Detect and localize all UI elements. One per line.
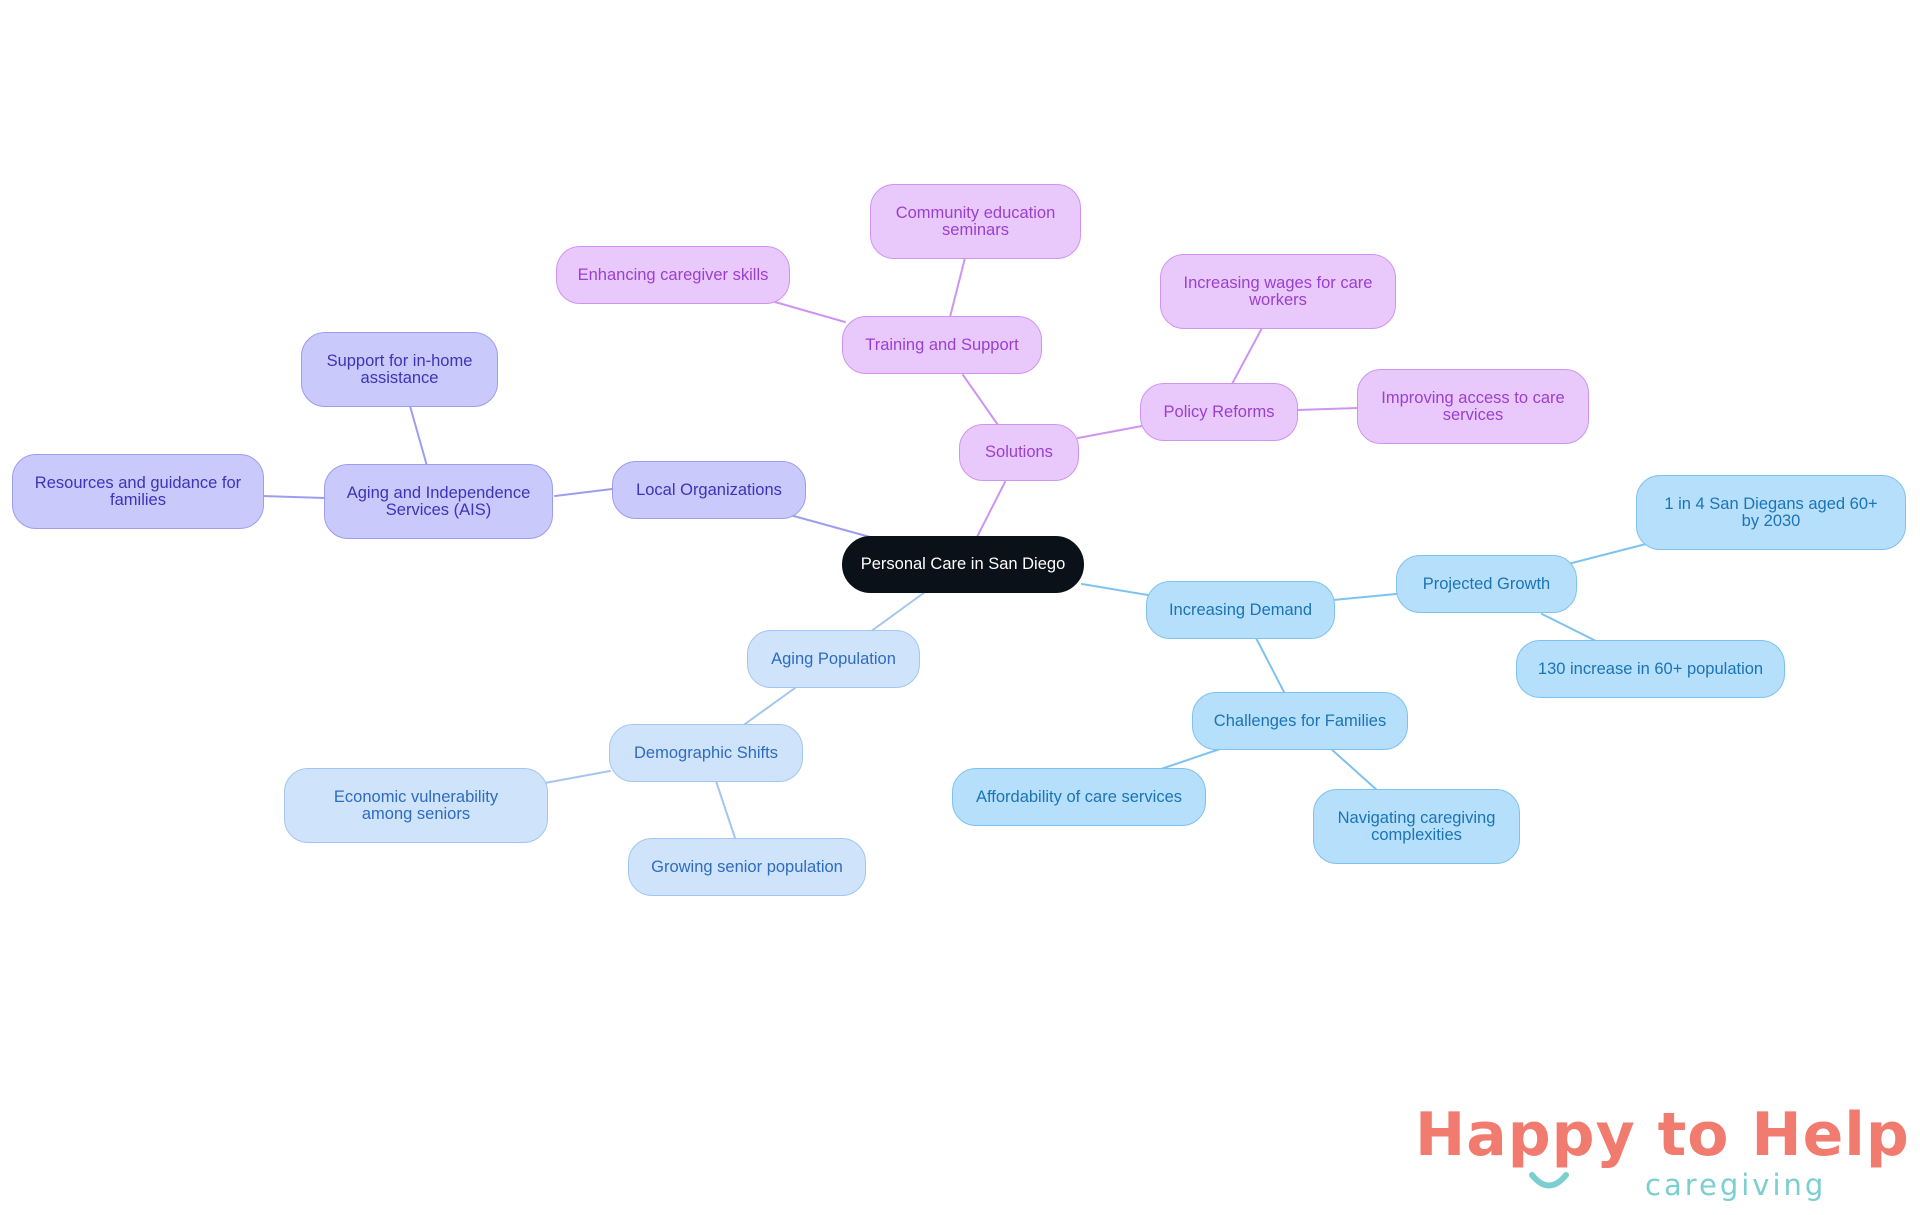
- node-solutions[interactable]: Solutions: [959, 424, 1079, 481]
- link-projected-130: [1541, 613, 1597, 642]
- mindmap-root-node[interactable]: Personal Care in San Diego: [842, 536, 1084, 593]
- node-label: Local Organizations: [636, 480, 782, 499]
- link-challenges-navigating: [1329, 747, 1379, 792]
- link-root-increasing-demand: [1081, 583, 1149, 596]
- logo-tagline: caregiving: [1645, 1168, 1827, 1202]
- node-130-increase[interactable]: 130 increase in 60+ population: [1516, 640, 1785, 698]
- node-enhancing-caregiver-skills[interactable]: Enhancing caregiver skills: [556, 246, 790, 304]
- link-localorgs-ais: [554, 488, 613, 497]
- link-policy-wages: [1231, 327, 1263, 385]
- node-label: Policy Reforms: [1163, 402, 1275, 421]
- node-label: Community education seminars: [895, 203, 1056, 239]
- node-aging-and-independence-services[interactable]: Aging and Independence Services (AIS): [324, 464, 553, 539]
- link-root-aging-pop: [869, 591, 926, 633]
- node-label: Resources and guidance for families: [34, 473, 242, 509]
- node-demographic-shifts[interactable]: Demographic Shifts: [609, 724, 803, 782]
- link-solutions-training: [962, 374, 999, 426]
- link-ais-support: [409, 405, 428, 467]
- node-label: Navigating caregiving complexities: [1337, 808, 1496, 844]
- link-demand-projected: [1332, 593, 1397, 601]
- node-increasing-demand[interactable]: Increasing Demand: [1146, 581, 1335, 639]
- node-label: Aging and Independence Services (AIS): [346, 483, 531, 519]
- node-challenges-for-families[interactable]: Challenges for Families: [1192, 692, 1408, 750]
- link-projected-oneinfour: [1567, 543, 1647, 565]
- node-label: Improving access to care services: [1381, 388, 1565, 424]
- link-demand-challenges: [1255, 637, 1285, 693]
- node-improving-access[interactable]: Improving access to care services: [1357, 369, 1589, 444]
- node-resources-and-guidance[interactable]: Resources and guidance for families: [12, 454, 264, 529]
- link-training-enhancing: [774, 301, 846, 323]
- link-training-community: [949, 257, 966, 318]
- node-projected-growth[interactable]: Projected Growth: [1396, 555, 1577, 613]
- happy-to-help-logo: Happy to Help caregiving: [1415, 1100, 1909, 1205]
- node-label: 1 in 4 San Diegans aged 60+ by 2030: [1664, 494, 1878, 530]
- node-aging-population[interactable]: Aging Population: [747, 630, 920, 688]
- node-affordability-of-care[interactable]: Affordability of care services: [952, 768, 1206, 826]
- link-policy-access: [1296, 407, 1359, 411]
- node-economic-vulnerability[interactable]: Economic vulnerability among seniors: [284, 768, 548, 843]
- node-local-organizations[interactable]: Local Organizations: [612, 461, 806, 519]
- smile-icon: [1529, 1172, 1569, 1189]
- node-community-education-seminars[interactable]: Community education seminars: [870, 184, 1081, 259]
- node-label: Affordability of care services: [975, 787, 1183, 806]
- node-label: Increasing wages for care workers: [1183, 273, 1373, 309]
- node-label: Increasing Demand: [1168, 600, 1313, 619]
- link-demographic-growing: [715, 780, 736, 839]
- node-navigating-caregiving[interactable]: Navigating caregiving complexities: [1313, 789, 1520, 864]
- link-solutions-policy: [1077, 425, 1143, 439]
- node-label: Enhancing caregiver skills: [577, 265, 769, 284]
- link-root-solutions: [976, 481, 1006, 538]
- root-label: Personal Care in San Diego: [860, 555, 1066, 573]
- node-label: 130 increase in 60+ population: [1537, 659, 1764, 678]
- node-label: Aging Population: [771, 649, 896, 668]
- node-label: Support for in-home assistance: [326, 351, 473, 387]
- logo-wordmark: Happy to Help: [1415, 1100, 1910, 1170]
- node-growing-senior-population[interactable]: Growing senior population: [628, 838, 866, 896]
- node-increasing-wages[interactable]: Increasing wages for care workers: [1160, 254, 1396, 329]
- node-label: Solutions: [985, 443, 1053, 461]
- link-demographic-economic: [544, 770, 611, 784]
- node-policy-reforms[interactable]: Policy Reforms: [1140, 383, 1298, 441]
- node-label: Challenges for Families: [1213, 711, 1387, 730]
- link-ais-resources: [261, 495, 326, 499]
- link-root-local-orgs: [789, 514, 871, 538]
- node-label: Economic vulnerability among seniors: [333, 787, 499, 823]
- node-label: Growing senior population: [651, 857, 843, 876]
- node-training-and-support[interactable]: Training and Support: [842, 316, 1042, 374]
- node-label: Demographic Shifts: [634, 743, 778, 762]
- node-label: Training and Support: [865, 335, 1019, 354]
- node-one-in-four-san-diegans[interactable]: 1 in 4 San Diegans aged 60+ by 2030: [1636, 475, 1906, 550]
- link-agingpop-demographic: [744, 687, 796, 725]
- link-challenges-affordability: [1157, 748, 1221, 771]
- node-support-for-in-home-assistance[interactable]: Support for in-home assistance: [301, 332, 498, 407]
- node-label: Projected Growth: [1422, 574, 1551, 593]
